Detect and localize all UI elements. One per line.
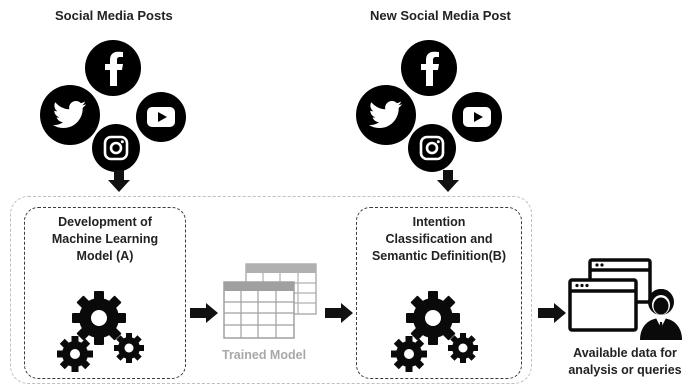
instagram-icon [92,124,140,172]
box-b-title-line-3: Semantic Definition(B) [371,249,507,263]
social-media-posts-heading: Social Media Posts [55,8,173,23]
social-icons-cluster-right [356,40,506,172]
table-icon [223,263,317,339]
model-development-title: Development of Machine Learning Model (A… [25,214,185,265]
box-a-title-line-3: Model (A) [76,249,134,263]
youtube-icon [452,92,502,142]
available-label-line-2: analysis or queries [568,363,682,377]
user-icon [640,289,682,340]
intention-classification-box: Intention Classification and Semantic De… [356,207,522,379]
available-data-label: Available data for analysis or queries [558,345,692,379]
process-container [10,196,532,384]
model-development-box: Development of Machine Learning Model (A… [24,207,186,379]
facebook-icon [401,40,457,96]
down-arrow-icon-right [437,170,459,192]
box-a-title-line-2: Machine Learning [51,232,159,246]
down-arrow-icon-left [108,170,130,192]
available-label-line-1: Available data for [573,346,677,360]
trained-model-label: Trained Model [222,348,307,362]
right-arrow-icon [190,303,218,323]
box-b-title-line-2: Classification and [385,232,493,246]
social-icons-cluster-left [40,40,190,172]
gears-icon [57,291,144,372]
window-icon [568,258,682,340]
instagram-icon [408,124,456,172]
box-a-title-line-1: Development of [58,215,152,229]
intention-classification-title: Intention Classification and Semantic De… [357,214,521,265]
facebook-icon [85,40,141,96]
gears-icon [391,291,478,372]
new-social-media-post-heading: New Social Media Post [370,8,511,23]
twitter-icon [40,85,100,145]
right-arrow-icon [325,303,353,323]
twitter-icon [356,85,416,145]
youtube-icon [136,92,186,142]
right-arrow-icon [538,303,566,323]
box-b-title-line-1: Intention [412,215,466,229]
